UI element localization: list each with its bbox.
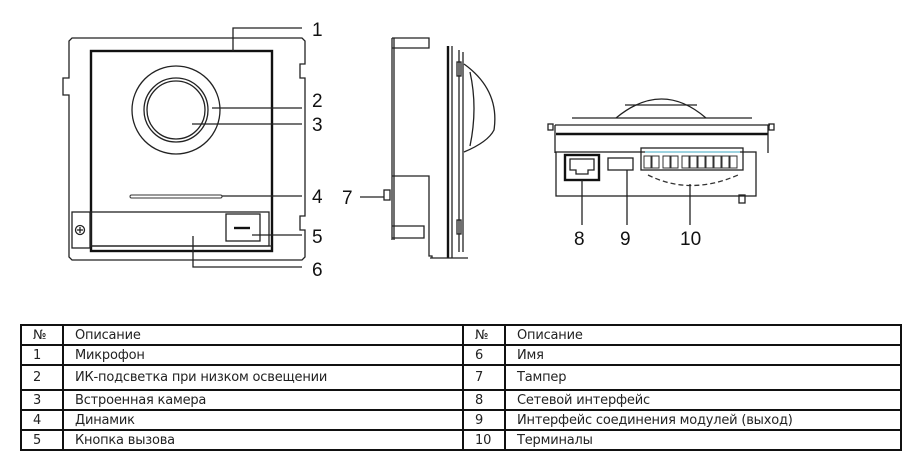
row-desc: ИК-подсветка при низком освещении: [62, 364, 464, 391]
table-row: 4 Динамик 9 Интерфейс соединения модулей…: [20, 409, 902, 431]
row-desc: Кнопка вызова: [62, 429, 464, 451]
row-num: 6: [462, 344, 506, 366]
row-num: 2: [20, 364, 64, 391]
call-button-shape: [225, 213, 261, 242]
row-desc: Сетевой интерфейс: [504, 389, 902, 411]
speaker-slot: [129, 194, 223, 199]
callout-6: 6: [312, 260, 323, 281]
row-desc: Микрофон: [62, 344, 464, 366]
table-row: 3 Встроенная камера 8 Сетевой интерфейс: [20, 389, 902, 411]
callout-4: 4: [312, 187, 323, 208]
row-desc: Тампер: [504, 364, 902, 391]
callout-5: 5: [312, 227, 323, 248]
module-port: [607, 157, 634, 171]
callout-7: 7: [342, 188, 353, 209]
callout-2: 2: [312, 91, 323, 112]
header-num-left: №: [20, 324, 64, 346]
row-desc: Терминалы: [504, 429, 902, 451]
callout-1: 1: [312, 20, 323, 41]
tamper-shape: [383, 189, 391, 201]
row-num: 9: [462, 409, 506, 431]
header-num-right: №: [462, 324, 506, 346]
row-num: 3: [20, 389, 64, 411]
callout-8: 8: [574, 229, 585, 250]
parts-table: № Описание № Описание 1 Микрофон 6 Имя 2…: [20, 324, 902, 451]
row-num: 1: [20, 344, 64, 366]
row-num: 8: [462, 389, 506, 411]
row-desc: Имя: [504, 344, 902, 366]
row-num: 7: [462, 364, 506, 391]
callout-10: 10: [680, 229, 701, 250]
table-row: 2 ИК-подсветка при низком освещении 7 Та…: [20, 364, 902, 391]
header-desc-left: Описание: [62, 324, 464, 346]
front-view: 1 2 3 4 5 6: [62, 20, 323, 281]
device-diagram: 1 2 3 4 5 6 7: [62, 20, 775, 281]
row-desc: Динамик: [62, 409, 464, 431]
callout-9: 9: [620, 229, 631, 250]
table-row: 5 Кнопка вызова 10 Терминалы: [20, 429, 902, 451]
terminal-block: [640, 147, 744, 171]
header-desc-right: Описание: [504, 324, 902, 346]
table-row: 1 Микрофон 6 Имя: [20, 344, 902, 366]
row-num: 10: [462, 429, 506, 451]
table-header-row: № Описание № Описание: [20, 324, 902, 346]
row-num: 5: [20, 429, 64, 451]
bottom-view: 8 9 10: [547, 98, 775, 250]
row-desc: Интерфейс соединения модулей (выход): [504, 409, 902, 431]
callout-3: 3: [312, 115, 323, 136]
terminals: [643, 155, 738, 169]
row-num: 4: [20, 409, 64, 431]
side-view: 7: [342, 37, 496, 259]
row-desc: Встроенная камера: [62, 389, 464, 411]
